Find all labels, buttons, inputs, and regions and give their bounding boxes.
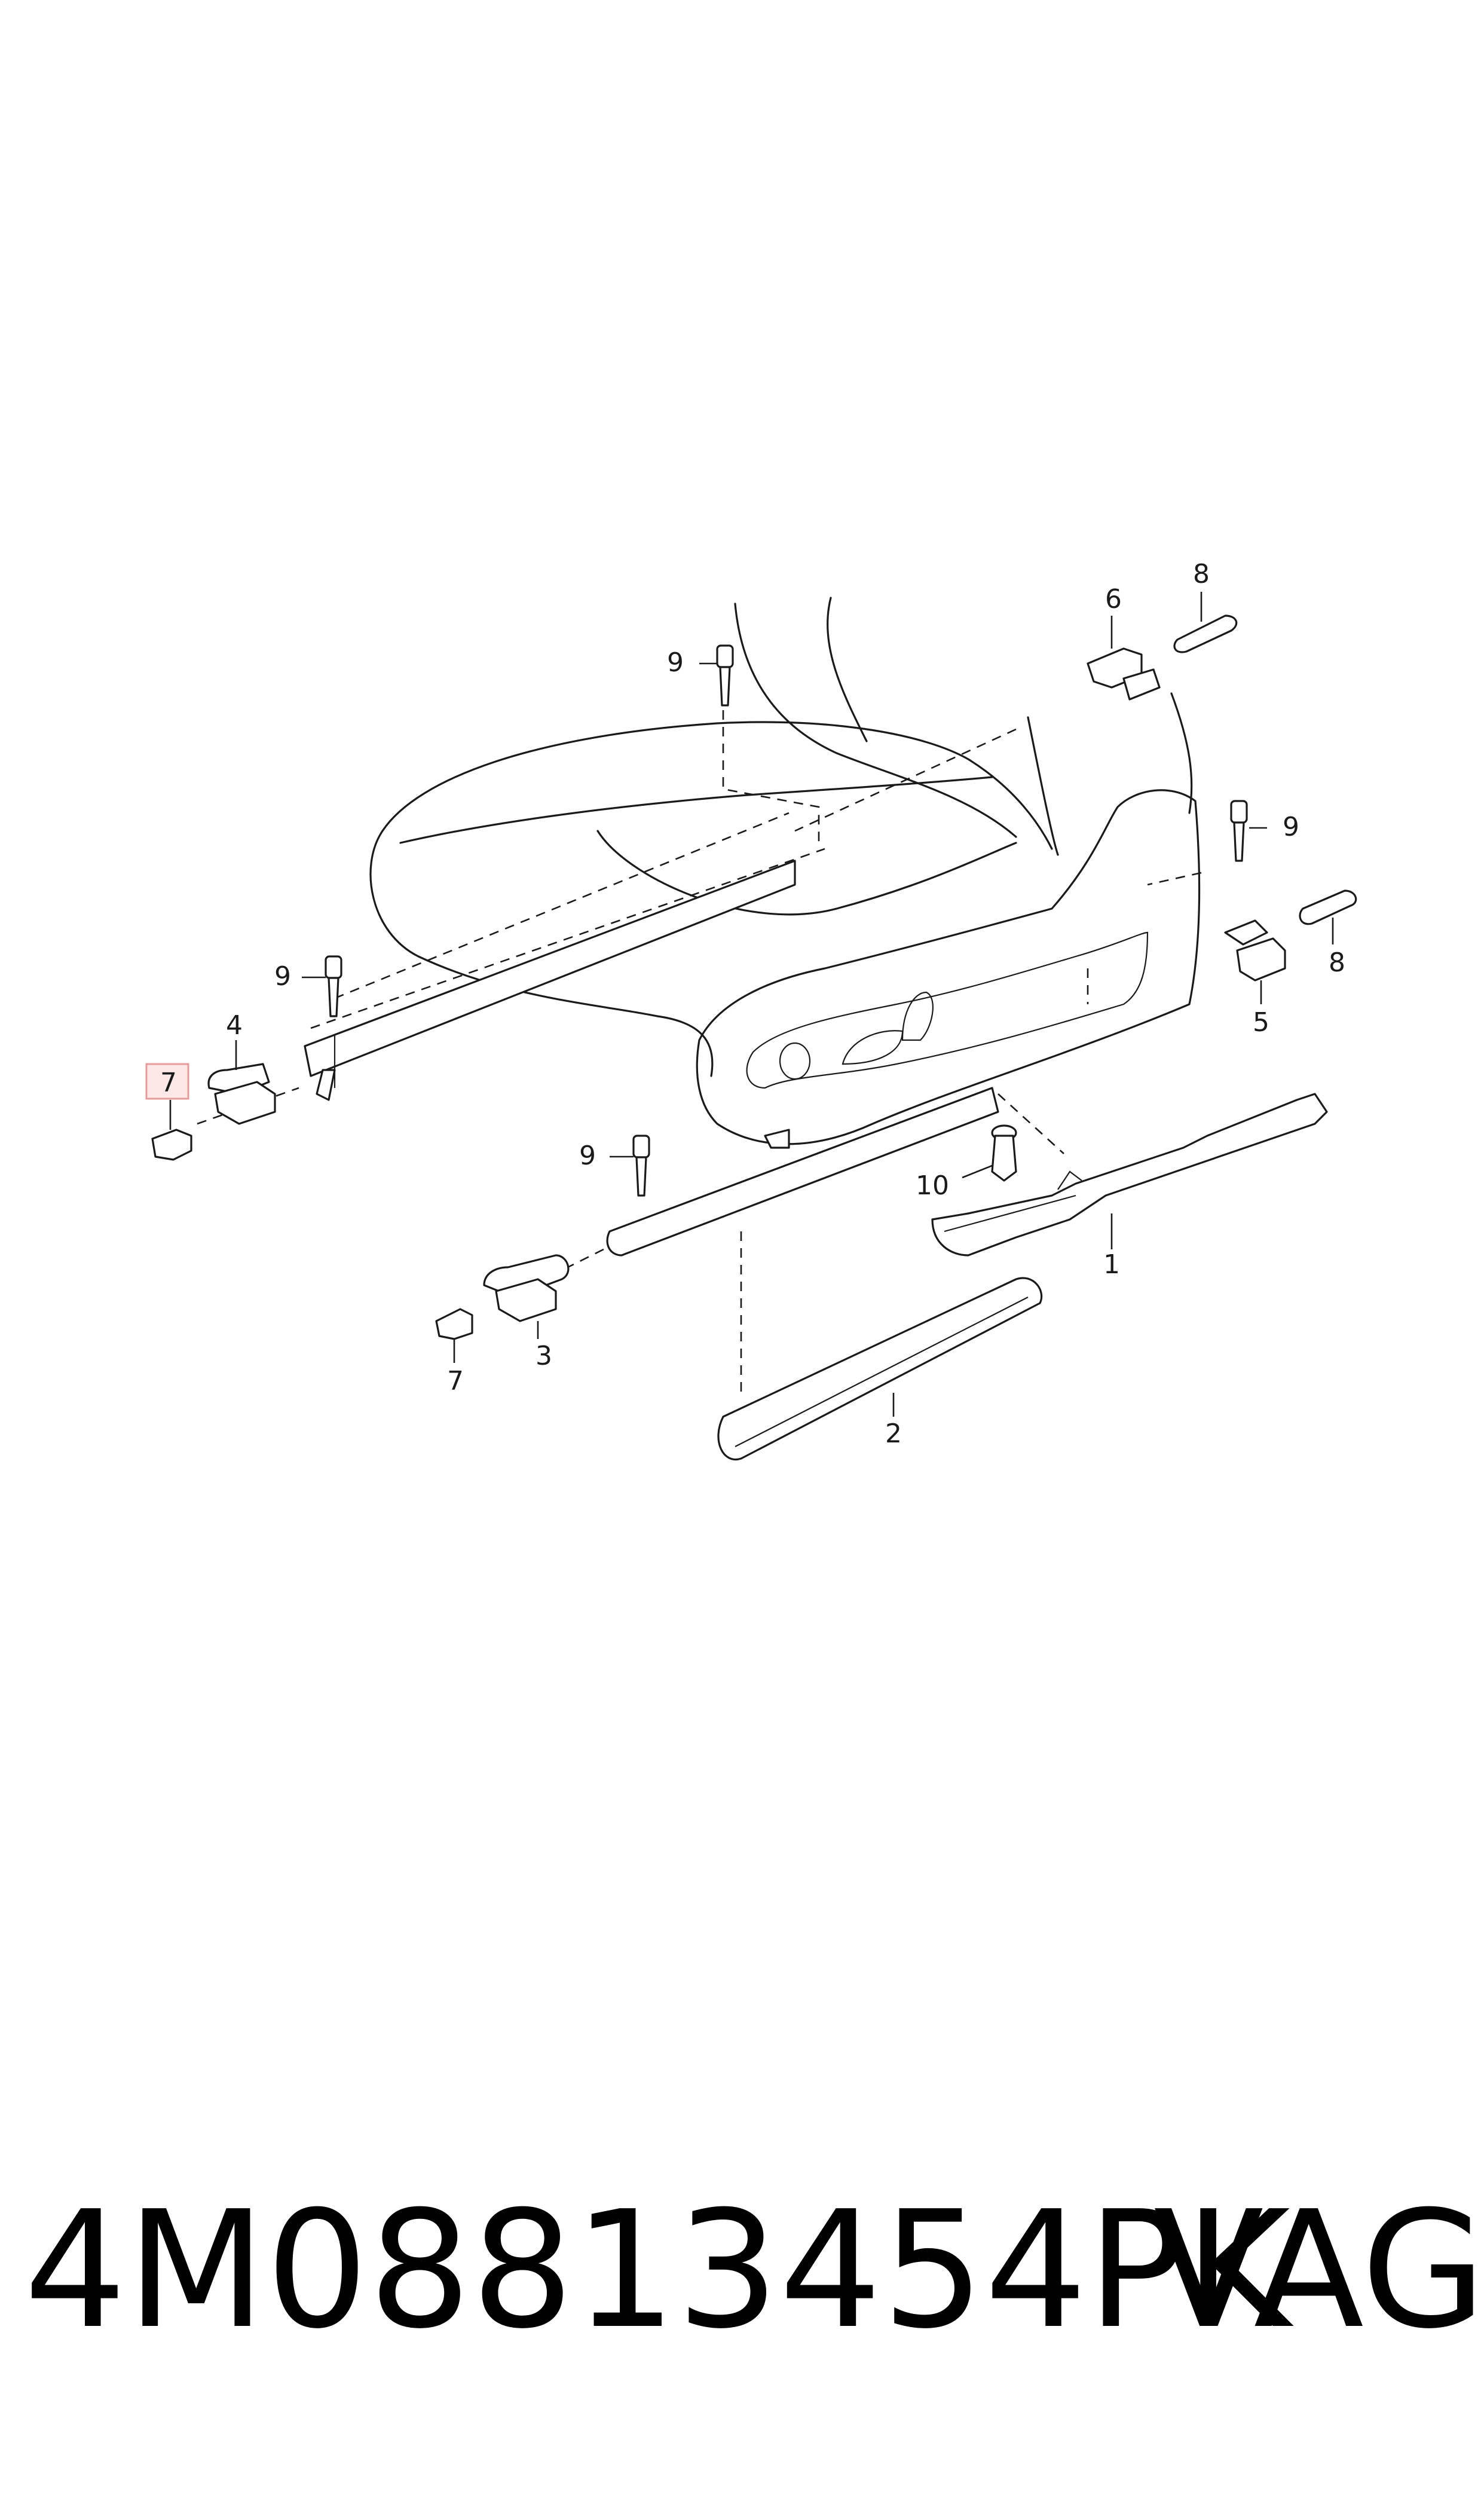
screw-mid [632,1135,650,1197]
part-4-cover [207,1063,276,1125]
seat-cushion [369,597,1193,1077]
callout-6: 6 [1105,584,1122,615]
part-8-cap-top [1173,615,1238,653]
callout-labels: 6 8 9 9 8 5 9 4 7 9 10 1 3 7 2 [160,559,1345,1449]
part-7-cap-lower [435,1308,473,1340]
seat-rail-right [606,1087,999,1257]
callout-7-lower: 7 [447,1366,464,1396]
footer: 4M08813454PK VAG [24,2176,1484,2364]
adjust-knob-icon [779,1042,811,1080]
seat-side-panel [696,789,1201,1145]
callout-9-top: 9 [667,647,684,678]
callout-1: 1 [1103,1249,1120,1280]
lumbar-switch-icon [901,991,934,1041]
callout-9-mid: 9 [579,1141,596,1171]
seat-parts-diagram: 6 8 9 9 8 5 9 4 7 9 10 1 3 7 2 [145,559,1357,1461]
callout-5: 5 [1253,1007,1269,1038]
part-7-cap-upper [151,1129,192,1161]
screw-left [325,955,342,1017]
callout-8-top: 8 [1193,559,1210,589]
callout-10: 10 [916,1170,949,1201]
part-1-side-trim [931,1093,1328,1257]
recline-switch-icon [842,1030,904,1065]
brand-name: VAG [1153,2176,1484,2364]
callout-7-highlighted: 7 [160,1068,177,1098]
part-number: 4M08813454PK [24,2176,1290,2364]
highlight-box-part-7 [145,1063,189,1100]
part-10-clip [991,1124,1017,1182]
part-2-trim-strip [717,1277,1043,1461]
part-6-cover [1087,647,1161,701]
callout-9-left: 9 [274,961,291,992]
callout-2: 2 [885,1419,902,1449]
callout-3: 3 [536,1341,552,1371]
part-9-screws [325,644,1248,1197]
part-5-cover [1224,919,1286,982]
callout-4: 4 [226,1010,243,1041]
part-8-cap-right [1299,889,1357,925]
callout-8-right: 8 [1329,947,1345,978]
callout-9-right: 9 [1283,812,1299,842]
screw-right [1230,800,1248,862]
leader-lines [169,592,1334,1417]
seat-rail-left [304,860,796,1101]
screw-top [716,644,734,707]
part-3-cover [483,1254,570,1322]
